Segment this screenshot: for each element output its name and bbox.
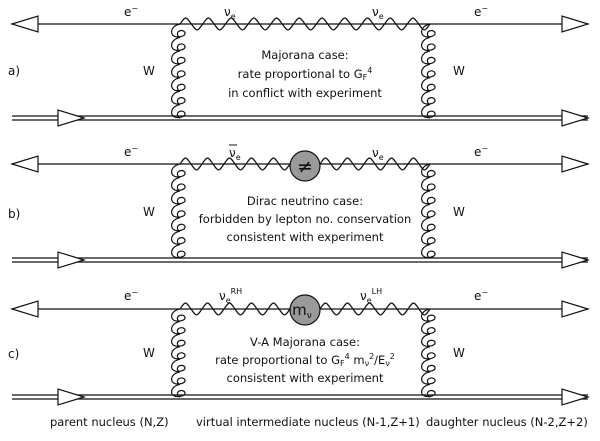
arrow-right-icon — [57, 251, 87, 269]
panel-letter-a: a) — [8, 64, 20, 78]
arrow-right-icon — [561, 15, 591, 33]
arrow-right-icon — [561, 251, 591, 269]
arrow-left-icon — [9, 155, 39, 173]
caption-c-line3: consistent with experiment — [227, 371, 384, 385]
w-label-left: W — [143, 205, 155, 219]
panel-letter-c: c) — [8, 347, 19, 361]
w-label-left: W — [143, 64, 155, 78]
w-label-right: W — [453, 346, 465, 360]
neutrino-propagator-rh — [179, 302, 291, 316]
neutrino-lh-label: νeLH — [360, 287, 382, 305]
caption-a-line2: rate proportional to GF4 — [238, 66, 373, 82]
caption-b-line2: forbidden by lepton no. conservation — [199, 212, 412, 226]
daughter-nucleus-label: daughter nucleus (N-2,Z+2) — [426, 415, 588, 429]
panel-a: e− νe νe e− W W a) Majorana case: rate p… — [8, 4, 591, 127]
forbidden-vertex-blob — [289, 150, 321, 182]
antineutrino-propagator — [179, 157, 291, 171]
arrow-right-icon — [561, 109, 591, 127]
neutrino-propagator-lh — [319, 302, 431, 316]
panel-letter-b: b) — [8, 207, 20, 221]
arrow-right-icon — [561, 300, 591, 318]
antineutrino-label: νe — [229, 146, 241, 162]
electron-label-left: e− — [124, 144, 138, 159]
arrow-right-icon — [57, 388, 87, 406]
arrow-right-icon — [57, 109, 87, 127]
virtual-nucleus-label: virtual intermediate nucleus (N-1,Z+1) — [196, 415, 420, 429]
caption-a-line3: in conflict with experiment — [228, 86, 382, 100]
electron-label-right: e− — [474, 144, 488, 159]
neutrino-propagator — [319, 157, 431, 171]
caption-c-line2: rate proportional to GF4 mν2/Eν2 — [215, 352, 395, 368]
arrow-left-icon — [9, 15, 39, 33]
caption-b-line3: consistent with experiment — [227, 230, 384, 244]
panel-c: mν e− νeRH νeLH e− W W c) V-A Majorana c… — [8, 287, 591, 406]
neutrino-label-left: νe — [224, 5, 236, 21]
mass-insertion-label: mν — [292, 301, 312, 321]
electron-label-right: e− — [474, 288, 488, 303]
electron-label-right: e− — [474, 4, 488, 19]
neutrino-label-right: νe — [372, 146, 384, 162]
caption-a-line1: Majorana case: — [261, 48, 348, 62]
caption-c-line1: V-A Majorana case: — [250, 335, 360, 349]
w-label-right: W — [453, 64, 465, 78]
neutrino-propagator — [179, 17, 431, 31]
w-boson-left — [171, 23, 186, 119]
w-boson-right — [421, 23, 436, 119]
w-boson-left — [171, 163, 186, 259]
panel-b: ≠ e− νe νe e− W W b) Dirac neutrino case… — [8, 144, 591, 269]
electron-label-left: e− — [124, 288, 138, 303]
w-label-left: W — [143, 346, 155, 360]
electron-label-left: e− — [124, 4, 138, 19]
neutrino-label-right: νe — [372, 5, 384, 21]
w-boson-left — [171, 308, 186, 398]
arrow-left-icon — [9, 300, 39, 318]
w-boson-right — [421, 308, 436, 398]
w-boson-right — [421, 163, 436, 259]
w-label-right: W — [453, 205, 465, 219]
not-equal-icon: ≠ — [297, 156, 313, 178]
neutrino-rh-label: νeRH — [219, 287, 242, 305]
caption-b-line1: Dirac neutrino case: — [247, 194, 363, 208]
mass-insertion-blob — [289, 294, 321, 326]
arrow-right-icon — [561, 388, 591, 406]
parent-nucleus-label: parent nucleus (N,Z) — [50, 415, 169, 429]
arrow-right-icon — [561, 155, 591, 173]
